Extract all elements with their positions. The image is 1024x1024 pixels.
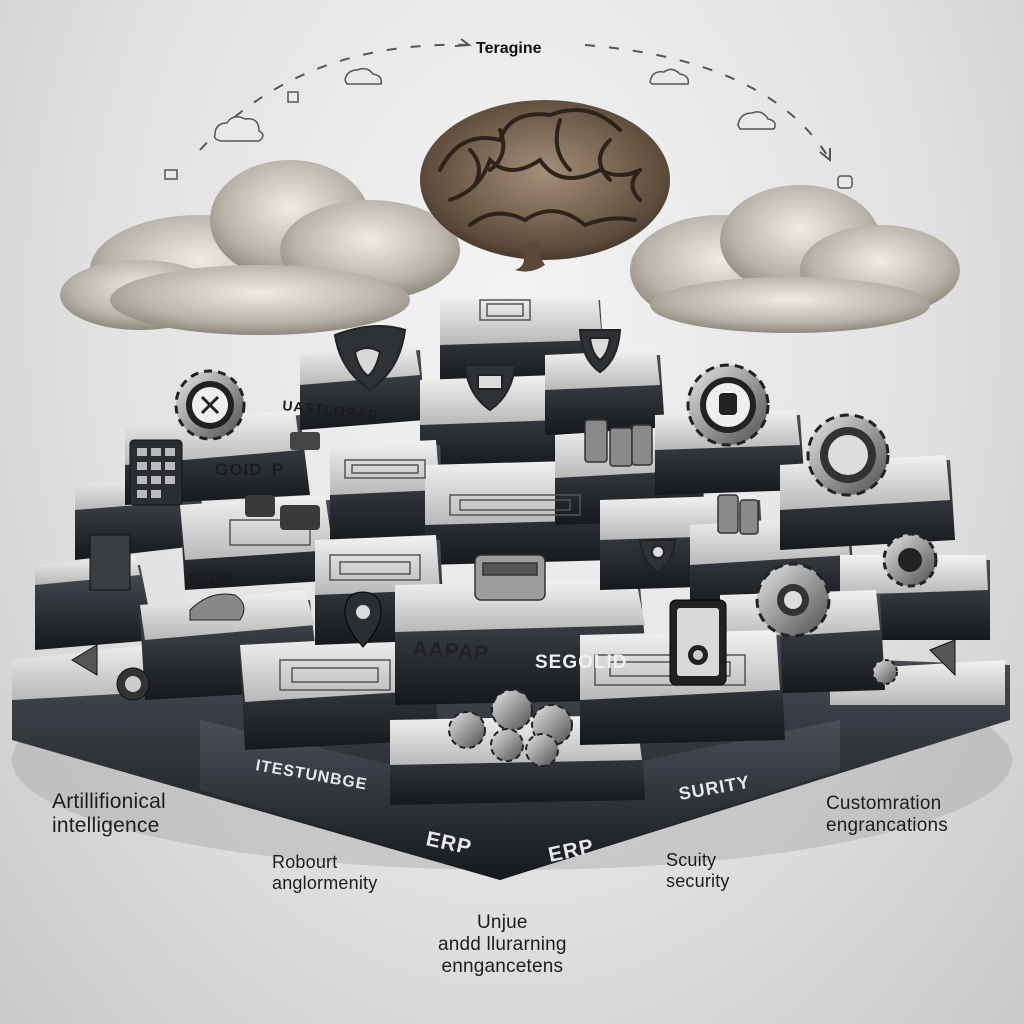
location-pin-icon xyxy=(344,591,382,648)
plate-label-gold-mark: P xyxy=(272,460,284,479)
label-line: Customration xyxy=(826,793,942,814)
cloud-right xyxy=(630,185,960,333)
shield-icon xyxy=(333,325,677,574)
brain-icon xyxy=(420,100,670,272)
keypad-icon xyxy=(89,439,183,591)
label-line: Robourt xyxy=(272,852,338,872)
server-stack-icon xyxy=(474,419,759,601)
label-line: andd llurarning xyxy=(438,933,567,955)
plate-label-gold: GOID xyxy=(215,460,262,479)
label-line: anglormenity xyxy=(272,872,378,893)
label-artificial-intelligence: Artillifionical intelligence xyxy=(52,790,166,838)
label-line: Scuity xyxy=(666,850,717,870)
cloud-left xyxy=(60,160,460,335)
gear-icon xyxy=(174,363,938,767)
label-robust-agility: Robourt anglormenity xyxy=(272,852,377,893)
label-line: engrancations xyxy=(826,814,948,836)
label-security: Scuity security xyxy=(666,850,730,891)
cloud-icon xyxy=(164,67,853,189)
label-unique-learning: Unjue andd llurarning enngancetens xyxy=(438,912,567,978)
plate-label-slip: SLIIP xyxy=(188,572,233,589)
label-line: security xyxy=(666,870,730,891)
plate-label-segolid: SEGOLID xyxy=(535,652,628,673)
lock-icon xyxy=(71,432,956,701)
label-customization: Customration engrancations xyxy=(826,793,948,837)
label-line: intelligence xyxy=(52,814,160,838)
label-line: enngancetens xyxy=(441,955,564,977)
label-line: Artillifionical xyxy=(52,790,166,813)
label-line: Unjue xyxy=(477,912,528,933)
cloud-arc xyxy=(199,38,831,163)
plate-label-aapap: AAPAP xyxy=(412,637,490,665)
tablet-icon xyxy=(669,599,727,686)
page-title: Teragine xyxy=(476,40,542,57)
